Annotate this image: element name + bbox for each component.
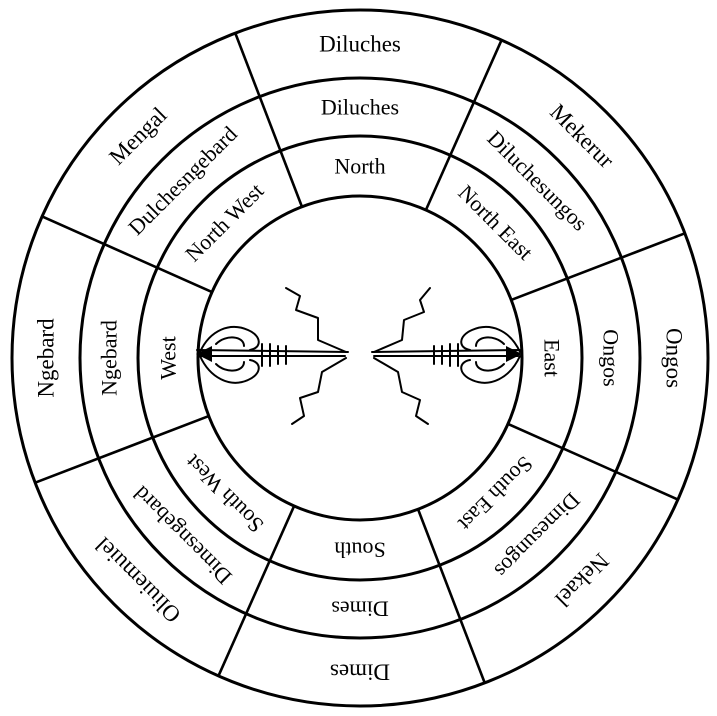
south-middle-label: Dimes <box>331 597 388 622</box>
north-west-inner-label: North West <box>180 178 268 266</box>
south-west-inner-label: South West <box>180 450 268 538</box>
west-outer-label: Ngebard <box>34 318 59 398</box>
south-west-outer-label: Oliuiemuiel <box>90 532 185 627</box>
south-east-outer-label: Nekael <box>550 548 614 612</box>
center-emblem <box>196 288 522 424</box>
sector-divider-line <box>511 233 685 300</box>
north-inner-label: North <box>334 154 385 179</box>
west-inner-label: West <box>156 336 181 379</box>
north-east-inner-label: North East <box>453 180 538 265</box>
east-outer-label: Ongos <box>662 328 687 388</box>
west-middle-label: Ngebard <box>97 320 122 396</box>
south-inner-label: South <box>334 538 385 563</box>
sector-divider-line <box>35 416 209 483</box>
left-arrow-ornament-icon <box>196 288 348 424</box>
east-inner-label: East <box>540 339 565 377</box>
north-east-outer-label: Mekerur <box>545 99 619 173</box>
south-outer-label: Dimes <box>330 660 390 685</box>
right-arrow-ornament-icon <box>372 288 522 424</box>
sector-divider-line <box>235 33 302 207</box>
east-middle-label: Ongos <box>599 329 624 386</box>
north-outer-label: Diluches <box>319 32 401 57</box>
center-ring <box>198 196 522 520</box>
sector-divider-line <box>426 40 502 210</box>
north-middle-label: Diluches <box>321 95 399 120</box>
sector-divider-line <box>508 424 678 500</box>
sector-divider-line <box>418 509 485 683</box>
south-east-inner-label: South East <box>453 451 538 536</box>
